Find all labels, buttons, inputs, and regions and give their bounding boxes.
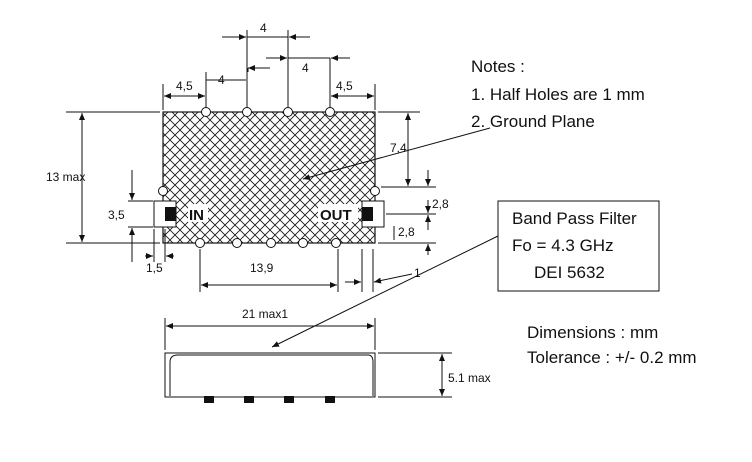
notes: Notes : 1. Half Holes are 1 mm 2. Ground… bbox=[302, 57, 645, 181]
dim-top-edge-right: 4,5 bbox=[336, 79, 353, 93]
out-label: OUT bbox=[320, 207, 352, 224]
dim-width-max: 21 max1 bbox=[242, 307, 288, 321]
half-holes-top bbox=[201, 107, 335, 117]
in-pad bbox=[153, 200, 177, 228]
dimensions-unit: Dimensions : mm bbox=[527, 323, 658, 342]
note-half-holes: 1. Half Holes are 1 mm bbox=[471, 85, 645, 104]
bottom-dimensions: 13,9 1 bbox=[199, 249, 421, 292]
filter-type: Band Pass Filter bbox=[512, 209, 637, 228]
dim-height-max: 13 max bbox=[46, 170, 85, 184]
dim-callout-1: 1 bbox=[414, 266, 421, 280]
left-dimensions: 13 max 3,5 1,5 bbox=[46, 111, 174, 275]
top-dimensions: 4 4 4 4,5 4,5 bbox=[162, 21, 376, 110]
dim-top-pitch-center: 4 bbox=[260, 21, 267, 35]
dim-right-lower: 2,8 bbox=[398, 225, 415, 239]
filter-part-number: DEI 5632 bbox=[534, 263, 605, 282]
in-label: IN bbox=[189, 207, 204, 224]
dim-pad-spacing: 13,9 bbox=[250, 261, 274, 275]
dim-top-edge-left: 4,5 bbox=[176, 79, 193, 93]
dim-right-upper: 2,8 bbox=[432, 197, 449, 211]
half-holes-bottom bbox=[195, 238, 341, 248]
right-dimensions: 7,4 2,8 2,8 bbox=[378, 111, 449, 255]
dim-pad-width: 1,5 bbox=[146, 261, 163, 275]
notes-heading: Notes : bbox=[471, 57, 525, 76]
dim-top-pitch-right: 4 bbox=[302, 61, 309, 75]
tolerance: Tolerance : +/- 0.2 mm bbox=[527, 348, 697, 367]
top-view: IN OUT bbox=[153, 107, 385, 248]
out-pad bbox=[361, 200, 385, 228]
note-ground-plane: 2. Ground Plane bbox=[471, 112, 595, 131]
filter-info-box: Band Pass Filter Fo = 4.3 GHz DEI 5632 bbox=[271, 200, 660, 348]
side-view: 21 max1 5.1 max bbox=[164, 307, 491, 403]
dim-thickness-max: 5.1 max bbox=[448, 371, 491, 385]
dim-top-pitch-left: 4 bbox=[218, 73, 225, 87]
units-info: Dimensions : mm Tolerance : +/- 0.2 mm bbox=[527, 323, 697, 367]
filter-frequency: Fo = 4.3 GHz bbox=[512, 236, 614, 255]
dim-pad-height: 3,5 bbox=[108, 208, 125, 222]
